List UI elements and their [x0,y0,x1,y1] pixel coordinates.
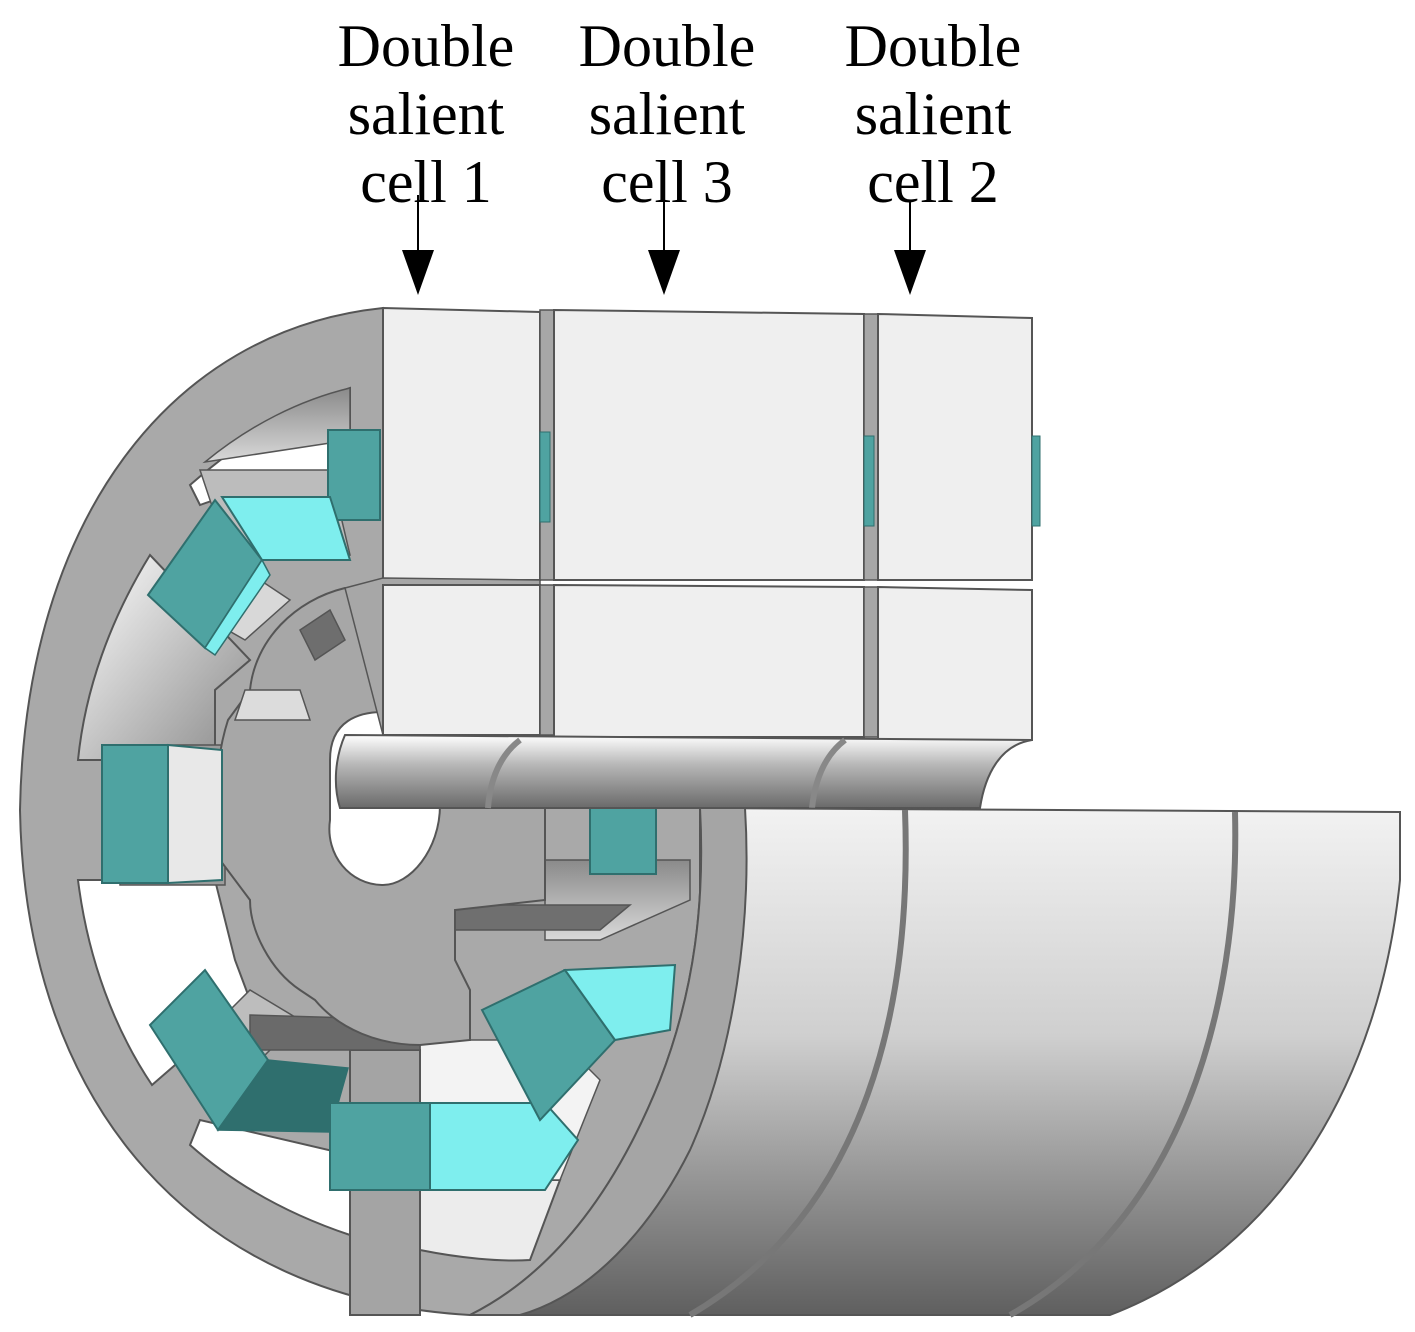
arrow-cell-1 [402,195,434,295]
label-cell-3: Double salient cell 3 [578,13,756,215]
arrows [402,195,926,295]
cell-blocks-lower [344,577,1033,741]
outer-shell [469,806,1401,1318]
arrow-cell-2 [894,200,926,295]
arrow-cell-3 [648,200,680,295]
label-cell-1: Double salient cell 1 [337,13,515,215]
rotor-bore [334,733,1033,809]
magnet-bottom [329,1102,431,1191]
magnet-right [589,807,657,875]
label-cell-2: Double salient cell 2 [844,13,1022,215]
magnet-top [327,429,381,521]
magnet-left [101,744,169,884]
magnets-end-face [101,429,677,1191]
cell-blocks-upper [382,306,1041,581]
